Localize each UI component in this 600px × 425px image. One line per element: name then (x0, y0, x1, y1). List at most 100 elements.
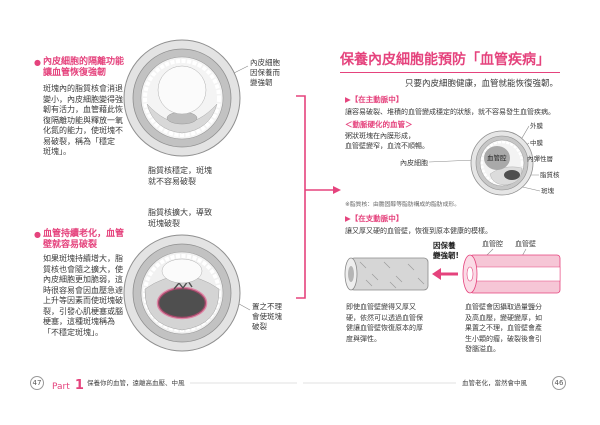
caption-line: 斑塊破裂 (148, 218, 180, 228)
thickened-vessel-illustration (462, 254, 561, 294)
vessel-body (349, 257, 429, 291)
triangle-marker-icon: ▶ (345, 95, 351, 104)
media-label: 中膜 (530, 139, 543, 147)
bullet-dot-icon: ● (34, 58, 41, 67)
page-subtitle: 只要內皮細胞健康，血管就能恢復強韌。 (405, 79, 559, 89)
lipid-core (504, 170, 520, 180)
unstable-plaque-caption: 脂質核擴大，導致 斑塊破裂 (148, 208, 212, 229)
care-strengthens-label: 因保養 變強韌! (433, 241, 459, 261)
lipid-core-label: 脂質核 (540, 171, 560, 179)
lipid-core (156, 286, 208, 320)
vessel-lumen (466, 266, 474, 282)
label-line: 因保養 (433, 241, 456, 250)
adventitia-label: 外膜 (530, 122, 543, 130)
body-line: 裂，引發心肌梗塞或腦 (43, 306, 123, 316)
body-line: 斑塊」。 (43, 147, 71, 156)
vessel-lumen (161, 258, 203, 284)
footnote: ※脂質核：由膽固醇等脂肪構成的脂肪成形。 (345, 202, 460, 208)
branch-artery-tag: ▶【在支動脈中】 (345, 214, 403, 224)
body-line: 時很容易會因血壓急遽 (43, 285, 123, 295)
stable-plaque-illustration (123, 39, 241, 157)
triangle-marker-icon: ▶ (345, 214, 351, 223)
branch-artery-tag-label: 【在支動脈中】 (350, 214, 404, 223)
elastic-lamina-label: 內彈性層 (527, 155, 553, 163)
vessel-wall-texture (359, 261, 425, 289)
body-line: 血管壁變窄，血流不順暢。 (345, 142, 429, 150)
body-line: 即使血管壁變得又厚又 (346, 303, 416, 311)
title-underline (340, 72, 560, 73)
endothelial-cells-label: 內皮細胞 (400, 159, 428, 167)
body-line: 化氮的能力，使斑塊不 (43, 126, 123, 135)
caption-line: 脂質核穩定，斑塊 (148, 166, 212, 175)
caption-line: 就不容易破裂 (148, 176, 196, 186)
heading-line: 壁就容易破裂 (43, 240, 98, 250)
body-line: 變小，內皮細胞變得強 (43, 94, 123, 104)
endothelium-ring (143, 59, 221, 137)
artery-cross-section-illustration (470, 130, 534, 196)
body-line: 及高血壓，變硬變厚，如 (465, 313, 542, 322)
unstable-plaque-body: 如果斑塊持續增大，脂 質核也會隨之擴大，使 內皮細胞更加脆弱，這 時很容易會因血… (43, 254, 123, 338)
endothelium-strengthened-label: 內皮細胞 因保養而 變強韌 (250, 58, 280, 88)
body-line: 發腦溢血。 (465, 345, 500, 353)
branch-wall-label: 血管壁 (515, 240, 536, 248)
atherosclerosis-body: 粥狀斑塊在內膜形成， 血管壁變窄，血流不順暢。 (345, 131, 429, 151)
body-line: 如果斑塊持續增大，脂 (43, 254, 123, 263)
heading-line: 血管持續老化，血管 (43, 229, 125, 239)
page-title: 保養內皮細胞能預防「血管疾病」 (340, 52, 550, 68)
bullet-dot-icon: ● (34, 230, 41, 239)
body-line: 健讓血管壁恢復原本的厚 (346, 324, 423, 332)
body-line: 上升等因素而使斑塊破 (43, 296, 123, 305)
part-number: 1 (74, 378, 84, 393)
healthy-vessel-illustration (344, 257, 429, 291)
page-number-left: 47 (30, 376, 44, 390)
part-marker: Part 1 (52, 374, 84, 393)
heading-line: 內皮細胞的隔離功能 (43, 57, 125, 67)
body-line: 硬，依然可以透過血管保 (346, 313, 423, 322)
unstable-plaque-illustration (123, 234, 241, 352)
body-line: 斑塊內的脂質核會消退 (43, 84, 123, 93)
body-line: 復隔離功能與釋放一氧 (43, 115, 123, 125)
neglect-rupture-label: 置之不理 會使斑塊 破裂 (252, 302, 282, 332)
branch-lumen-label: 血管腔 (482, 240, 503, 248)
vessel-lumen (484, 146, 510, 170)
narrowed-lumen (469, 266, 561, 282)
plaque-label: 斑塊 (541, 187, 554, 195)
aorta-tag-label: 【在主動脈中】 (350, 95, 404, 104)
body-line: 生小顆的瘤，破裂後會引 (465, 334, 542, 343)
body-line: 粥狀斑塊在內膜形成， (345, 132, 415, 140)
vessel-lumen (157, 65, 207, 115)
branch-artery-description: 讓又厚又硬的血管壁，恢復到原本健康的模樣。 (345, 227, 492, 235)
body-line: 易破裂，稱為「穩定 (43, 136, 115, 146)
aorta-description: 讓容易破裂、堆積的血管變成穩定的狀態，就不容易發生血管疾病。 (345, 108, 555, 116)
label-line: 變強韌! (433, 251, 459, 260)
stable-plaque-heading: 內皮細胞的隔離功能 讓血管恢復強韌 (43, 57, 124, 79)
part-label: Part (52, 382, 70, 392)
label-line: 破裂 (252, 322, 267, 331)
plaque-rupture (173, 279, 193, 290)
part-title: 保養你的血管，遠離高血壓、中風 (87, 379, 185, 387)
vessel-lumen (348, 266, 354, 282)
aorta-tag: ▶【在主動脈中】 (345, 95, 403, 105)
label-line: 置之不理 (252, 302, 282, 311)
unstable-plaque-heading: 血管持續老化，血管 壁就容易破裂 (43, 229, 124, 251)
body-line: 韌有活力，血管藉此恢 (43, 105, 123, 114)
stable-plaque-body: 斑塊內的脂質核會消退 變小，內皮細胞變得強 韌有活力，血管藉此恢 復隔離功能與釋… (43, 84, 123, 158)
body-line: 度與彈性。 (346, 334, 381, 343)
label-line: 因保養而 (250, 68, 280, 77)
body-line: 果置之不理，血管壁會產 (465, 324, 542, 332)
body-line: 「不穩定斑塊」。 (43, 327, 103, 337)
label-line: 變強韌 (250, 78, 273, 87)
lumen-label: 血管腔 (487, 154, 507, 162)
atherosclerosis-subheading: ＜動脈硬化的血管＞ (345, 120, 413, 129)
thickened-vessel-text: 血管壁會因攝取過量鹽分 及高血壓，變硬變厚，如 果置之不理，血管壁會產 生小顆的… (465, 302, 542, 355)
running-head: 血管老化，當然會中風 (462, 379, 527, 387)
caption-line: 脂質核擴大，導致 (148, 208, 212, 217)
body-line: 質核也會隨之擴大，使 (43, 264, 123, 274)
label-line: 內皮細胞 (250, 58, 280, 67)
body-line: 內皮細胞更加脆弱，這 (43, 275, 123, 284)
body-line: 梗塞，這種斑塊稱為 (43, 317, 115, 326)
page-number-right: 46 (552, 376, 566, 390)
left-page: ● 內皮細胞的隔離功能 讓血管恢復強韌 斑塊內的脂質核會消退 變小，內皮細胞變得… (30, 39, 282, 393)
heading-line: 讓血管恢復強韌 (43, 68, 107, 78)
healthy-vessel-text: 即使血管壁變得又厚又 硬，依然可以透過血管保 健讓血管壁恢復原本的厚 度與彈性。 (346, 302, 423, 344)
